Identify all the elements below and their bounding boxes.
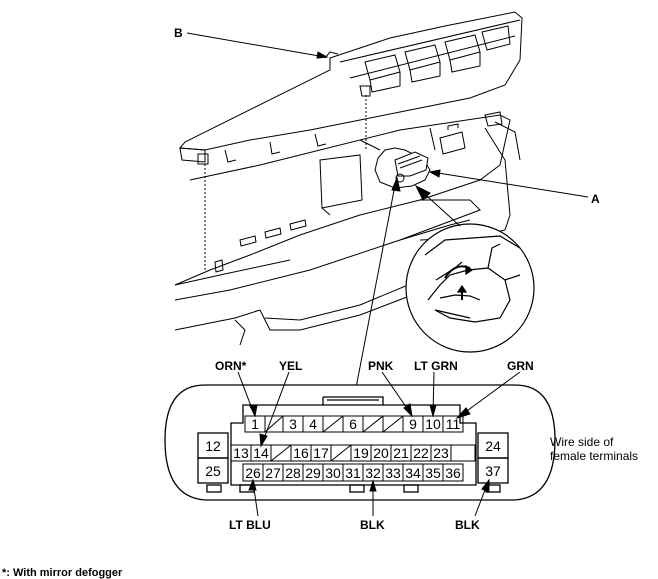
- pin-numbers-side: 12 25 24 37: [205, 438, 501, 479]
- wire-label-orn: ORN*: [215, 359, 247, 373]
- pin-numbers-row1: 1 3 4 6 9 10 11: [251, 416, 460, 432]
- pin-number: 29: [305, 465, 321, 481]
- wire-label-blk-center: BLK: [360, 518, 385, 532]
- pin-number: 26: [245, 465, 261, 481]
- wire-label-blk-right: BLK: [455, 518, 480, 532]
- pin-number: 1: [251, 416, 259, 432]
- connector-row2: [230, 444, 476, 462]
- pin-number: 31: [345, 465, 361, 481]
- pin-number: 35: [425, 465, 441, 481]
- pin-number: 17: [313, 445, 329, 461]
- wire-leaders: [237, 371, 521, 517]
- wire-label-lt-blu: LT BLU: [229, 518, 271, 532]
- pin-cell: [442, 415, 464, 433]
- pin-number: 20: [373, 445, 389, 461]
- side-note-line2: female terminals: [550, 449, 638, 463]
- inset-detail-circle: [405, 223, 535, 353]
- pin-number: 36: [445, 465, 461, 481]
- pin-cell: [450, 444, 476, 462]
- pin-number: 10: [425, 416, 441, 432]
- pin-number: 21: [393, 445, 409, 461]
- pin-number: 27: [265, 465, 281, 481]
- pin-number: 11: [446, 416, 461, 432]
- pin-number: 4: [309, 416, 317, 432]
- pin-number: 14: [253, 445, 269, 461]
- wire-label-yel: YEL: [279, 359, 302, 373]
- pin-numbers-row2: 13 14 16 17 19 20 21 22 23: [233, 445, 449, 461]
- connector-row3: [242, 463, 464, 482]
- pin-number: 22: [413, 445, 429, 461]
- pin-number: 25: [205, 463, 221, 479]
- pin-number: 30: [325, 465, 341, 481]
- pin-number: 32: [365, 465, 381, 481]
- pin-number: 33: [385, 465, 401, 481]
- wire-label-lt-grn: LT GRN: [414, 359, 458, 373]
- callout-a-label: A: [591, 192, 600, 206]
- pin-number: 34: [405, 465, 421, 481]
- wire-label-pnk: PNK: [368, 359, 394, 373]
- pin-number: 19: [353, 445, 369, 461]
- footnote: *: With mirror defogger: [2, 567, 123, 579]
- wire-label-grn: GRN: [507, 359, 534, 373]
- callout-b-label: B: [174, 26, 183, 40]
- pin-number: 13: [233, 445, 249, 461]
- pin-numbers-row3: 26 27 28 29 30 31 32 33 34 35 36: [245, 465, 461, 481]
- leader-lines: [186, 32, 589, 394]
- pin-number: 16: [293, 445, 309, 461]
- pin-cell: [442, 463, 464, 482]
- pin-number: 3: [289, 416, 297, 432]
- pin-number: 23: [433, 445, 449, 461]
- side-note-line1: Wire side of: [550, 435, 614, 449]
- pin-number: 24: [485, 438, 501, 454]
- pin-number: 9: [409, 416, 417, 432]
- pin-number: 28: [285, 465, 301, 481]
- pin-number: 12: [205, 438, 221, 454]
- pin-number: 37: [485, 463, 501, 479]
- pin-number: 6: [349, 416, 357, 432]
